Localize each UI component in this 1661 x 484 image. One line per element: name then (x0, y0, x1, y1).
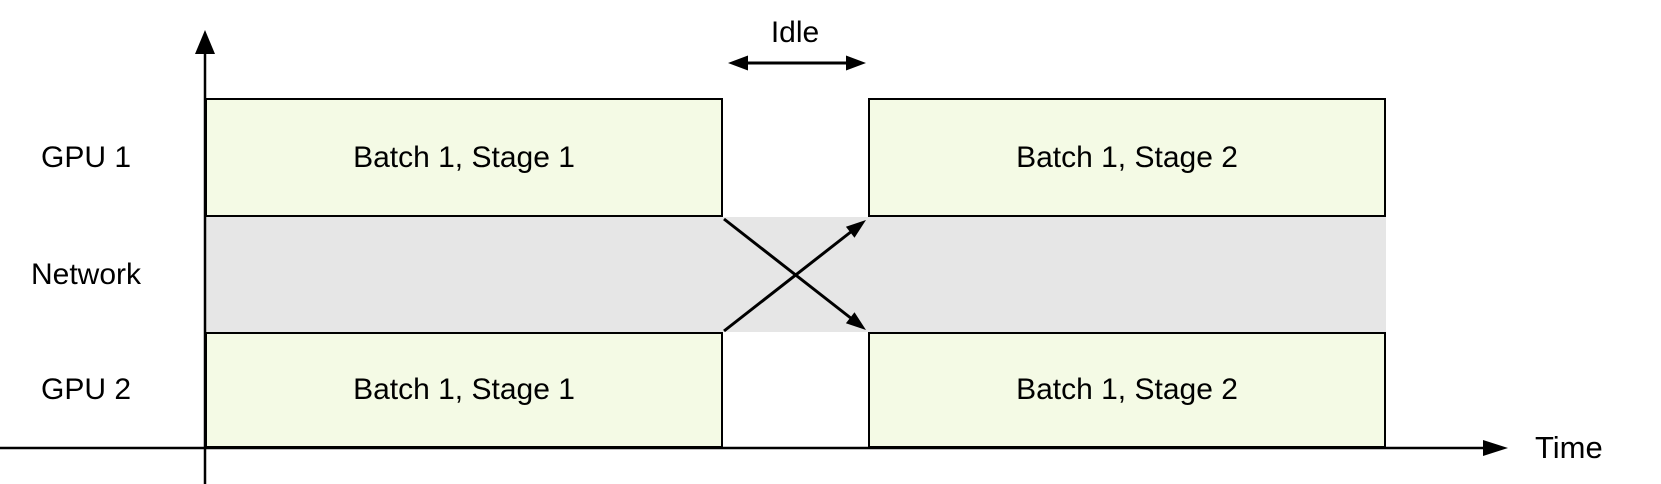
idle-arrowhead-left-icon (728, 55, 748, 71)
gpu1-batch1-stage2-label: Batch 1, Stage 2 (1016, 140, 1238, 174)
gpu1-batch1-stage1-label: Batch 1, Stage 1 (353, 140, 575, 174)
y-axis-arrowhead-icon (195, 30, 215, 54)
gpu2-batch1-stage2-box: Batch 1, Stage 2 (868, 332, 1386, 448)
gpu2-batch1-stage1-box: Batch 1, Stage 1 (205, 332, 723, 448)
gpu1-batch1-stage1-box: Batch 1, Stage 1 (205, 98, 723, 217)
gpu2-batch1-stage1-label: Batch 1, Stage 1 (353, 373, 575, 406)
time-axis-label: Time (1535, 430, 1603, 465)
idle-arrowhead-right-icon (846, 55, 866, 71)
idle-label: Idle (770, 16, 820, 49)
network-band (205, 217, 1386, 332)
row-label-gpu2: GPU 2 (40, 373, 132, 406)
gpu1-batch1-stage2-box: Batch 1, Stage 2 (868, 98, 1386, 217)
row-label-network: Network (30, 257, 142, 291)
gpu2-batch1-stage2-label: Batch 1, Stage 2 (1016, 373, 1238, 406)
row-label-gpu1: GPU 1 (40, 140, 132, 174)
time-axis-arrowhead-icon (1483, 440, 1508, 456)
